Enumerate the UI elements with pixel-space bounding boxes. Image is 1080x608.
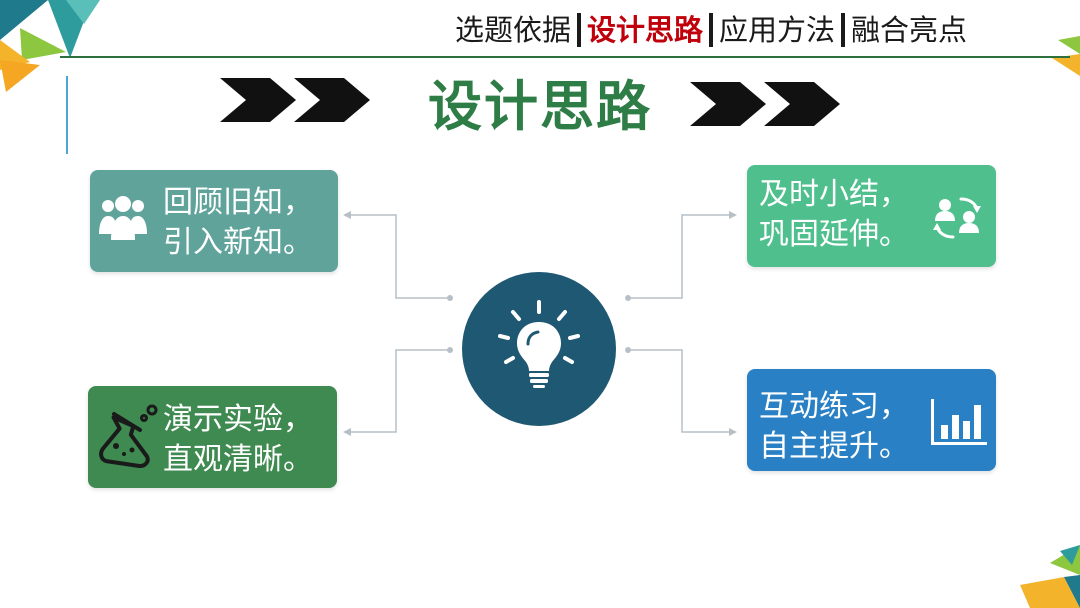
card-text: 互动练习， 自主提升。	[759, 387, 909, 467]
card-text: 演示实验， 直观清晰。	[163, 400, 313, 480]
card-line-1: 及时小结，	[759, 175, 909, 215]
card-timely-summary: 及时小结， 巩固延伸。	[747, 165, 996, 267]
center-circle	[462, 272, 616, 426]
card-interactive-practice: 互动练习， 自主提升。	[747, 369, 996, 471]
card-line-1: 演示实验，	[163, 400, 313, 440]
user-exchange-icon	[931, 193, 983, 241]
card-demo-experiment: 演示实验， 直观清晰。	[88, 386, 337, 488]
bar-chart-icon	[929, 399, 989, 447]
card-line-2: 自主提升。	[759, 427, 909, 467]
card-line-1: 回顾旧知，	[163, 183, 313, 223]
card-line-1: 互动练习，	[759, 387, 909, 427]
card-line-2: 引入新知。	[163, 223, 313, 263]
people-group-icon	[98, 194, 148, 244]
card-review-old-knowledge: 回顾旧知， 引入新知。	[90, 170, 338, 272]
card-line-2: 直观清晰。	[163, 440, 313, 480]
card-text: 及时小结， 巩固延伸。	[759, 175, 909, 255]
card-line-2: 巩固延伸。	[759, 215, 909, 255]
card-text: 回顾旧知， 引入新知。	[163, 183, 313, 263]
flask-icon	[94, 402, 164, 474]
